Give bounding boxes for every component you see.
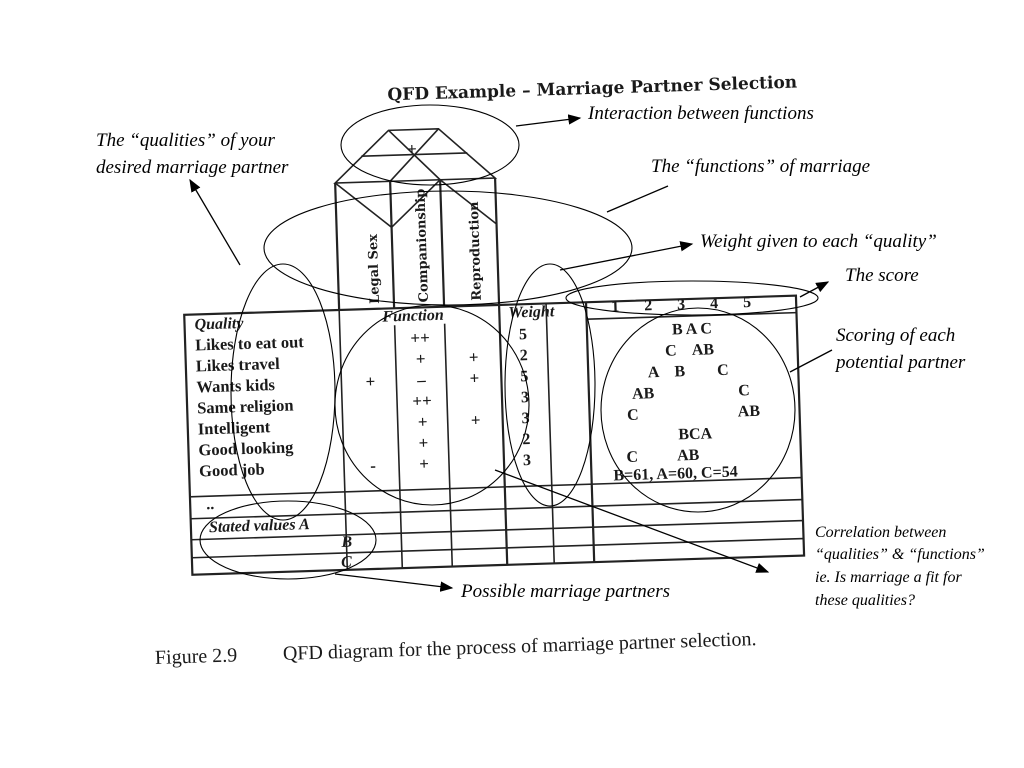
function-mark: +: [469, 348, 479, 367]
function-mark: +: [471, 411, 481, 430]
annotation-arrows: [189, 114, 833, 592]
quality-row: Likes to eat out ++ 5 B A C: [195, 320, 713, 354]
oval-roof: [340, 104, 520, 186]
weight-value: 3: [521, 410, 530, 427]
score-scale-2: 2: [644, 297, 653, 314]
partner-score: C AB: [627, 403, 761, 424]
line-scoring: [789, 349, 833, 373]
annotation-scoring-line2: potential partner: [834, 352, 966, 373]
weight-value: 5: [519, 326, 528, 343]
partner-score: AB C: [632, 382, 750, 403]
arrow-score: [799, 281, 830, 298]
function-mark: +: [365, 372, 375, 391]
arrow-interaction: [515, 114, 582, 127]
quality-name: Wants kids: [196, 375, 276, 396]
function-headers: Legal Sex Companionship Reproduction: [334, 177, 501, 311]
weight-value: 5: [520, 368, 529, 385]
partner-score: B A C: [672, 320, 713, 338]
annotation-interaction: Interaction between functions: [587, 103, 814, 124]
annotation-functions: The “functions” of marriage: [651, 156, 870, 177]
quality-name: Same religion: [197, 395, 294, 417]
arrow-correlation: [494, 469, 770, 573]
function-mark: +: [416, 349, 426, 368]
score-scale-4: 4: [710, 295, 719, 312]
function-mark: +: [469, 369, 479, 388]
annotation-qualities-line2: desired marriage partner: [96, 157, 289, 178]
quality-row: Intelligent + + 3 C AB: [198, 403, 761, 439]
annotation-correlation-line3: ie. Is marriage a fit for: [815, 569, 962, 586]
partner-score: C AB: [626, 447, 700, 466]
quality-name: Good looking: [198, 437, 294, 459]
weight-value: 2: [519, 347, 528, 364]
oval-score-scale: [565, 280, 819, 316]
stated-values-c: C: [341, 554, 353, 571]
score-scale-5: 5: [743, 294, 752, 311]
annotation-correlation-line4: these qualities?: [815, 592, 915, 609]
function-header-companionship: Companionship: [413, 189, 432, 303]
oval-correlation: [334, 304, 530, 506]
function-header-reproduction: Reproduction: [467, 201, 485, 301]
partner-score: A B C: [648, 362, 729, 382]
function-mark: -: [370, 456, 377, 475]
weight-value: 3: [523, 452, 532, 469]
function-mark: +: [419, 454, 429, 473]
score-scale-1: 1: [611, 298, 620, 315]
figure-number: Figure 2.9: [155, 644, 238, 669]
stated-values-a: Stated values A: [209, 516, 311, 536]
total-score: B=61, A=60, C=54: [613, 464, 738, 485]
quality-header: Quality: [194, 315, 244, 334]
function-mark: +: [418, 433, 428, 452]
quality-name: Likes travel: [196, 354, 281, 376]
quality-rows: Likes to eat out ++ 5 B A C Likes travel…: [195, 320, 761, 481]
weight-header: Weight: [508, 303, 555, 321]
oval-weights: [504, 263, 596, 507]
oval-qualities: [230, 263, 336, 521]
arrow-partners: [334, 573, 454, 592]
annotation-weight: Weight given to each “quality”: [700, 231, 937, 252]
oval-partners: [199, 500, 377, 580]
quality-name: Intelligent: [198, 417, 271, 438]
weight-value: 2: [522, 431, 531, 448]
annotation-scoring-line1: Scoring of each: [836, 325, 955, 346]
partner-score: C AB: [665, 341, 715, 360]
annotation-partners: Possible marriage partners: [460, 581, 670, 602]
function-header: Function: [381, 307, 444, 326]
function-mark: +: [418, 412, 428, 431]
qfd-roof: +: [333, 127, 498, 229]
function-mark: ++: [412, 391, 432, 411]
score-scale-3: 3: [677, 296, 686, 313]
quality-row: Same religion ++ 3 AB C: [197, 382, 750, 417]
annotation-correlation-line1: Correlation between: [815, 524, 946, 541]
quality-name: Good job: [199, 459, 265, 480]
stated-values-b: B: [340, 534, 353, 551]
function-mark: ++: [410, 328, 430, 348]
qfd-figure: QFD Example – Marriage Partner Selection…: [155, 73, 806, 669]
function-mark: –: [416, 370, 427, 389]
weight-value: 3: [521, 389, 530, 406]
arrow-weight: [559, 241, 694, 271]
quality-name: Likes to eat out: [195, 332, 305, 354]
quality-row: Wants kids + – + 5 A B C: [196, 362, 729, 397]
annotation-qualities-line1: The “qualities” of your: [96, 130, 276, 151]
partner-score: BCA: [678, 425, 713, 443]
ellipsis-row: ..: [206, 496, 215, 513]
annotation-score: The score: [845, 265, 919, 286]
annotations: Interaction between functions The “quali…: [96, 103, 985, 609]
function-header-legal-sex: Legal Sex: [366, 234, 383, 304]
score-scale: 1 2 3 4 5: [611, 294, 751, 315]
oval-scoring: [600, 307, 796, 513]
annotation-correlation-line2: “qualities” & “functions”: [815, 546, 985, 563]
figure-caption: QFD diagram for the process of marriage …: [283, 628, 757, 665]
quality-row: Likes travel + + 2 C AB: [196, 341, 715, 376]
roof-interaction-mark: +: [407, 139, 417, 158]
figure-title: QFD Example – Marriage Partner Selection: [387, 73, 797, 106]
line-functions: [606, 185, 669, 213]
oval-functions: [263, 190, 633, 306]
qfd-grid: [183, 294, 806, 576]
quality-row: Good job - + 3 C AB: [199, 447, 700, 481]
arrow-qualities: [189, 178, 241, 266]
quality-row: Good looking + 2 BCA: [198, 425, 713, 459]
highlight-ovals: [199, 104, 819, 580]
